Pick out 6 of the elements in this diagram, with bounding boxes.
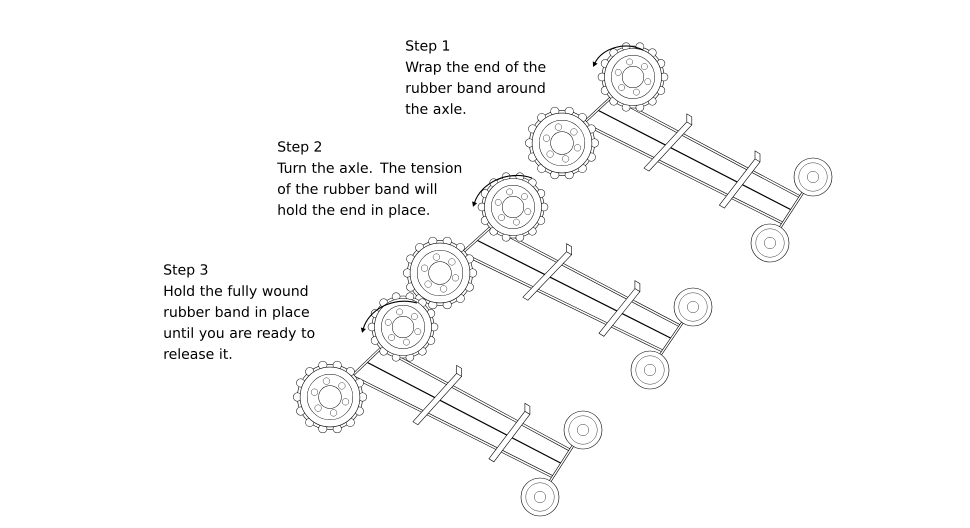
instruction-text: Turn the axle. The tension of the rubber band will hold the end in place. <box>277 162 462 218</box>
instruction-text: Hold the fully wound rubber band in place until you are ready to release it. <box>164 285 314 360</box>
step-heading: Step 3 <box>164 264 208 278</box>
step-heading: Step 1 <box>406 40 450 54</box>
instruction-text: Wrap the end of the rubber band around the axle. <box>406 61 546 114</box>
step-heading: Step 2 <box>278 141 322 154</box>
